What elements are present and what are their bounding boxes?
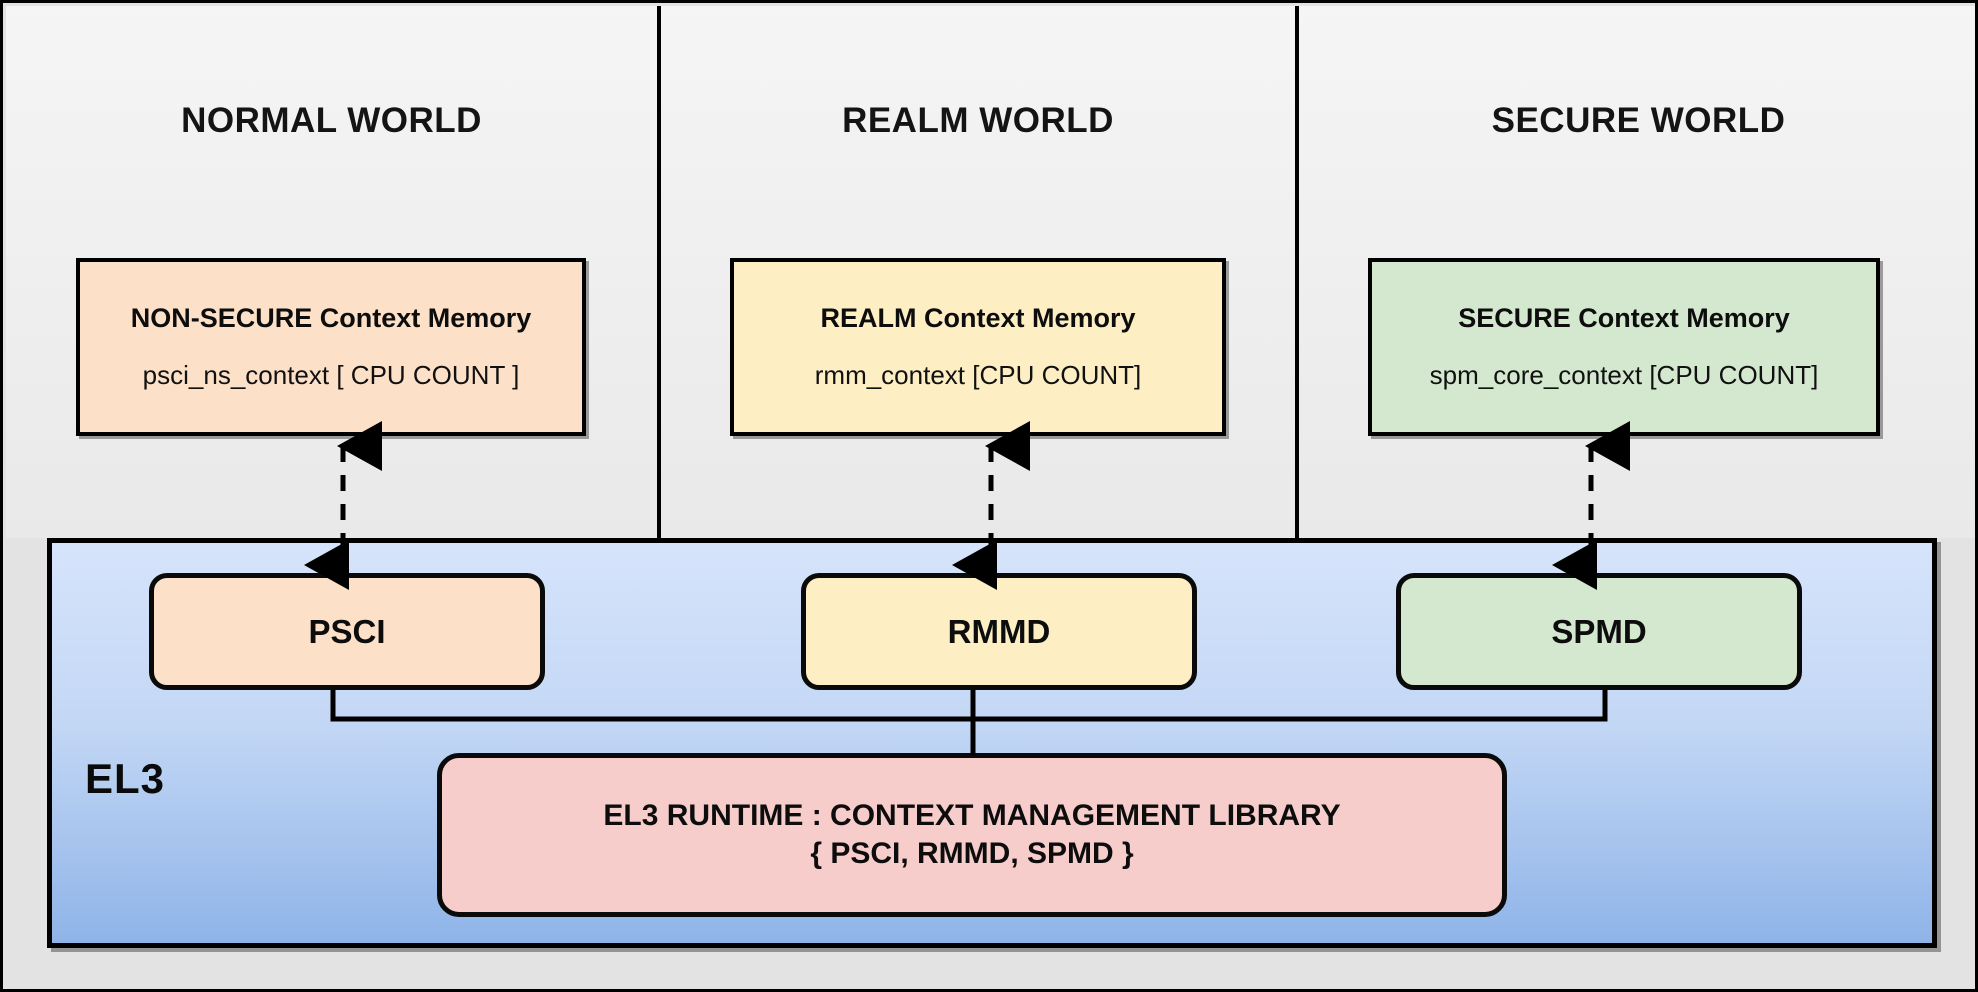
world-column-realm: REALM WORLD — [661, 6, 1295, 538]
dispatcher-label-rmmd: RMMD — [947, 612, 1051, 650]
world-column-normal: NORMAL WORLD — [6, 6, 657, 538]
world-title-normal: NORMAL WORLD — [181, 101, 482, 140]
context-memory-title-secure: SECURE Context Memory — [1458, 303, 1790, 333]
world-divider-1 — [657, 6, 661, 538]
context-memory-box-realm[interactable]: REALM Context Memory rmm_context [CPU CO… — [730, 258, 1226, 436]
world-title-secure: SECURE WORLD — [1491, 101, 1786, 140]
context-memory-subtitle-realm: rmm_context [CPU COUNT] — [814, 360, 1142, 390]
world-title-realm: REALM WORLD — [842, 101, 1114, 140]
runtime-library-box[interactable]: EL3 RUNTIME : CONTEXT MANAGEMENT LIBRARY… — [437, 753, 1507, 917]
context-memory-subtitle-non-secure: psci_ns_context [ CPU COUNT ] — [142, 360, 520, 390]
dispatcher-box-spmd[interactable]: SPMD — [1396, 573, 1802, 690]
dispatcher-label-psci: PSCI — [308, 612, 386, 650]
world-divider-2 — [1295, 6, 1299, 538]
dispatcher-box-rmmd[interactable]: RMMD — [801, 573, 1197, 690]
world-column-secure: SECURE WORLD — [1299, 6, 1975, 538]
el3-label: EL3 — [85, 755, 166, 802]
dispatcher-label-spmd: SPMD — [1551, 612, 1647, 650]
dispatcher-box-psci[interactable]: PSCI — [149, 573, 545, 690]
context-memory-box-non-secure[interactable]: NON-SECURE Context Memory psci_ns_contex… — [76, 258, 586, 436]
runtime-library-line-1: EL3 RUNTIME : CONTEXT MANAGEMENT LIBRARY — [603, 798, 1341, 832]
runtime-library-line-2: { PSCI, RMMD, SPMD } — [810, 837, 1134, 870]
context-memory-title-non-secure: NON-SECURE Context Memory — [130, 303, 532, 333]
context-memory-box-secure[interactable]: SECURE Context Memory spm_core_context [… — [1368, 258, 1880, 436]
context-memory-title-realm: REALM Context Memory — [820, 303, 1136, 333]
context-memory-subtitle-secure: spm_core_context [CPU COUNT] — [1429, 360, 1819, 390]
